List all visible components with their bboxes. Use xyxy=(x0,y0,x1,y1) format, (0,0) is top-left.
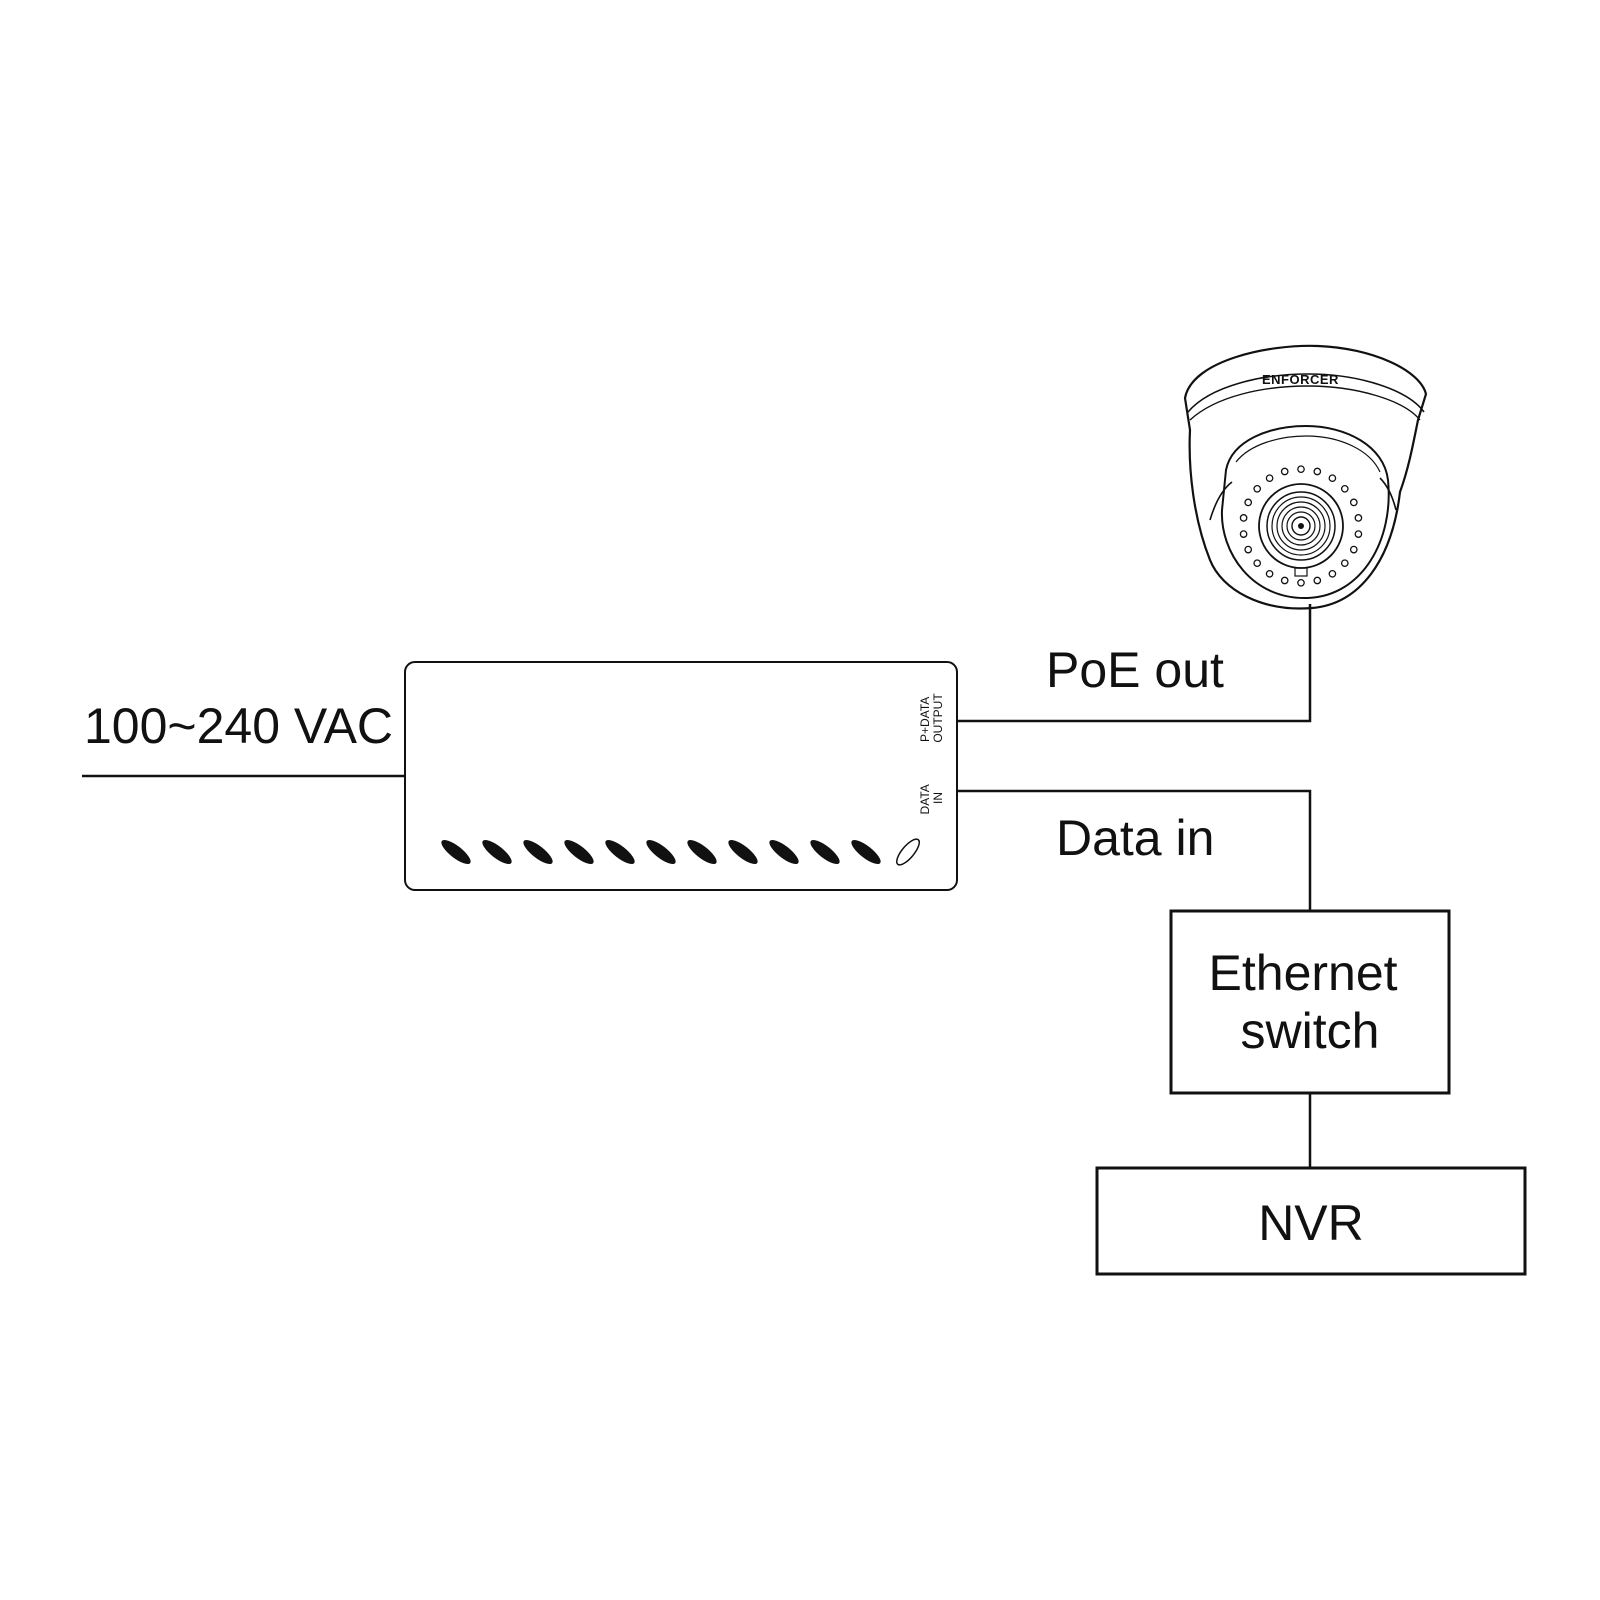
data-in-line xyxy=(957,789,1312,911)
ir-led xyxy=(1349,498,1358,507)
camera-brand: ENFORCER xyxy=(1262,372,1339,387)
ir-led xyxy=(1313,467,1322,476)
injector-vents xyxy=(441,838,921,866)
ir-led xyxy=(1354,530,1363,538)
poe-out-label: PoE out xyxy=(1046,642,1224,698)
port-output-line1: P+DATA xyxy=(918,697,932,742)
port-input-line1: DATA xyxy=(918,784,932,814)
nvr-box xyxy=(1095,1166,1527,1276)
ir-led xyxy=(1297,578,1305,587)
ir-led xyxy=(1253,559,1262,568)
vent-slot xyxy=(523,839,553,865)
ir-led xyxy=(1297,465,1305,474)
power-input-label: 100~240 VAC xyxy=(84,698,393,754)
ir-led xyxy=(1340,559,1349,568)
ir-led xyxy=(1239,530,1248,538)
vent-slot xyxy=(441,839,471,865)
ir-led xyxy=(1265,474,1274,483)
lens-center xyxy=(1298,523,1304,529)
ethernet-switch-box xyxy=(1169,909,1451,1095)
vent-slot xyxy=(769,839,799,865)
camera-housing xyxy=(1183,344,1428,610)
power-indicator-led xyxy=(895,838,921,866)
dome-camera: ENFORCER xyxy=(1183,344,1428,610)
ir-led xyxy=(1244,545,1253,554)
ir-led xyxy=(1265,569,1274,578)
ir-led xyxy=(1328,474,1337,483)
vent-slot xyxy=(646,839,676,865)
vent-slot xyxy=(482,839,512,865)
vent-slot xyxy=(728,839,758,865)
camera-lens xyxy=(1258,483,1344,577)
port-input-line2: IN xyxy=(931,792,945,804)
switch-line2: switch xyxy=(1241,1003,1380,1059)
port-output-label: P+DATA OUTPUT xyxy=(918,693,945,743)
camera-housing-rim xyxy=(1189,385,1421,421)
ir-led xyxy=(1328,569,1337,578)
data-in-label: Data in xyxy=(1056,810,1214,866)
ir-led xyxy=(1354,514,1363,522)
ir-led xyxy=(1280,576,1289,585)
camera-ball xyxy=(1220,424,1390,600)
ir-led xyxy=(1340,484,1349,493)
vent-slot xyxy=(605,839,635,865)
vent-slot xyxy=(851,839,881,865)
camera-ball-shade xyxy=(1235,435,1381,473)
switch-line1: Ethernet xyxy=(1209,945,1398,1001)
ir-led-ring xyxy=(1239,465,1363,587)
ir-led xyxy=(1244,498,1253,507)
ir-led xyxy=(1349,545,1358,554)
ir-led xyxy=(1253,484,1262,493)
camera-bracket xyxy=(1209,477,1397,521)
ir-led xyxy=(1239,514,1248,522)
port-input-label: DATA IN xyxy=(918,782,945,815)
poe-out-line xyxy=(957,604,1312,723)
ir-led xyxy=(1280,467,1289,476)
ir-led xyxy=(1313,576,1322,585)
injector-body xyxy=(404,661,958,891)
port-output-line2: OUTPUT xyxy=(931,693,945,743)
vent-slot xyxy=(564,839,594,865)
ethernet-switch-label: Ethernet switch xyxy=(1209,945,1412,1059)
camera-housing-bevel xyxy=(1187,373,1425,413)
poe-injector: P+DATA OUTPUT DATA IN xyxy=(404,661,958,891)
nvr-label: NVR xyxy=(1258,1195,1364,1251)
vent-slot xyxy=(810,839,840,865)
vent-slot xyxy=(687,839,717,865)
